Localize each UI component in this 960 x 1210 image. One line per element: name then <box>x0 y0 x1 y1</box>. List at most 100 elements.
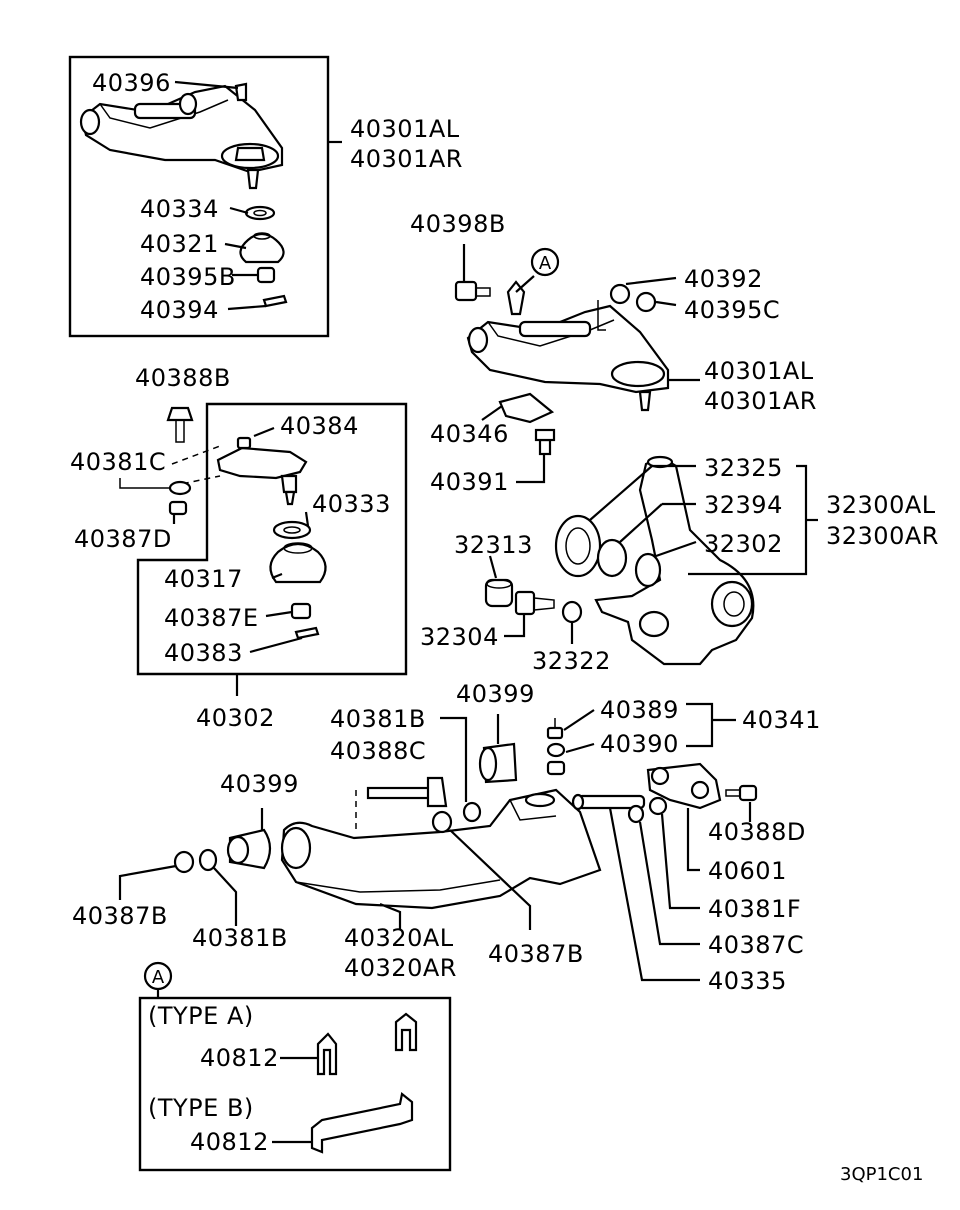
part-label: 40301AR <box>350 145 463 173</box>
leader <box>625 276 677 286</box>
part-label: 40387E <box>164 604 259 632</box>
part-label: 40387C <box>708 931 804 959</box>
leader <box>563 709 595 731</box>
part-label: 40341 <box>742 706 821 734</box>
nut-40395B <box>256 266 276 284</box>
part-label: 40392 <box>684 265 763 293</box>
leader <box>515 275 535 293</box>
leader <box>488 555 498 579</box>
leader <box>638 821 700 946</box>
part-label: 40301AL <box>350 115 460 143</box>
part-label: 40399 <box>456 680 535 708</box>
part-label: 40601 <box>708 857 787 885</box>
leader <box>265 610 293 618</box>
part-label: 40320AL <box>344 924 454 952</box>
leader <box>660 813 700 910</box>
part-label: 40387B <box>72 902 168 930</box>
part-label: 40302 <box>196 704 275 732</box>
bushing-40399-b <box>478 742 518 784</box>
part-label: 40381C <box>70 448 166 476</box>
part-label: 32322 <box>532 647 611 675</box>
leader <box>119 478 170 489</box>
clip-40812-type-a-alt <box>394 1012 418 1052</box>
bolt-40388D <box>725 784 758 802</box>
type-b-heading: (TYPE B) <box>148 1094 254 1122</box>
part-label: 40334 <box>140 195 219 223</box>
boot-40321 <box>239 232 285 264</box>
part-label: 40388B <box>135 364 231 392</box>
leader <box>608 807 700 982</box>
part-label: 40321 <box>140 230 219 258</box>
knuckle-32300 <box>594 455 755 666</box>
leader <box>224 242 247 250</box>
bracket-40341 <box>686 702 714 748</box>
part-label: 40335 <box>708 967 787 995</box>
dust-seal-40333 <box>272 520 312 540</box>
washer-40392 <box>609 283 631 305</box>
nut-40387B-b <box>431 810 453 834</box>
part-label: 40396 <box>92 69 171 97</box>
leader <box>589 465 653 521</box>
lower-control-arm-40320 <box>280 788 602 910</box>
part-label: 40381B <box>330 705 426 733</box>
bolt-40389 <box>546 718 564 740</box>
part-label: 40301AR <box>704 387 817 415</box>
bracket-40601 <box>646 762 722 810</box>
upper-arm-detail-frame <box>68 55 330 338</box>
part-label: 40812 <box>190 1128 269 1156</box>
part-label: 32300AL <box>826 491 936 519</box>
leader <box>504 614 526 638</box>
leader <box>619 503 663 543</box>
washer-40381B-a <box>462 801 482 823</box>
part-label: 32302 <box>704 530 783 558</box>
leader <box>516 454 546 484</box>
part-label: 40301AL <box>704 357 814 385</box>
circle-marker-a-label: A <box>152 967 165 988</box>
dust-seal-40334 <box>244 205 276 221</box>
part-label: 40394 <box>140 296 219 324</box>
part-label: 32394 <box>704 491 783 519</box>
nut-40390 <box>546 760 566 776</box>
part-label: 40383 <box>164 639 243 667</box>
bolt-40388C <box>366 776 448 808</box>
part-label: 40389 <box>600 696 679 724</box>
bushing-32313 <box>484 578 514 608</box>
nut-40387C <box>627 804 645 824</box>
leader <box>271 572 283 580</box>
nut-40395C <box>635 291 657 313</box>
leader <box>379 902 402 930</box>
leader <box>174 80 239 90</box>
part-label: 40384 <box>280 412 359 440</box>
ball-joint-40384 <box>216 436 308 506</box>
dashed-leader <box>171 475 221 487</box>
part-label: 32300AR <box>826 522 939 550</box>
part-label: 40388C <box>330 737 426 765</box>
part-label: 32325 <box>704 454 783 482</box>
part-label: 40388D <box>708 818 806 846</box>
leader <box>227 304 267 311</box>
diagram-code: 3QP1C01 <box>840 1164 923 1185</box>
cotter-pin-40394 <box>262 294 288 308</box>
leader <box>118 864 177 900</box>
cotter-pin-40383 <box>294 626 320 640</box>
clip-detail-frame <box>138 996 452 1172</box>
leader <box>249 636 303 654</box>
leader <box>565 742 595 754</box>
bushing-40399-a <box>226 828 272 870</box>
bearing-32302 <box>634 552 662 588</box>
lower-ball-joint-frame <box>136 402 408 676</box>
part-label: 32304 <box>420 623 499 651</box>
nut-40387B-a <box>173 850 195 874</box>
washer-40381C <box>168 480 192 496</box>
bolt-40398B <box>454 280 491 302</box>
leader <box>213 867 238 926</box>
clip-40812-type-a <box>316 1032 338 1076</box>
leader <box>655 300 677 307</box>
washer-40381F <box>648 796 668 816</box>
part-label: 40390 <box>600 730 679 758</box>
leader <box>686 808 700 872</box>
upper-control-arm-a <box>79 82 284 190</box>
leader <box>440 716 468 802</box>
